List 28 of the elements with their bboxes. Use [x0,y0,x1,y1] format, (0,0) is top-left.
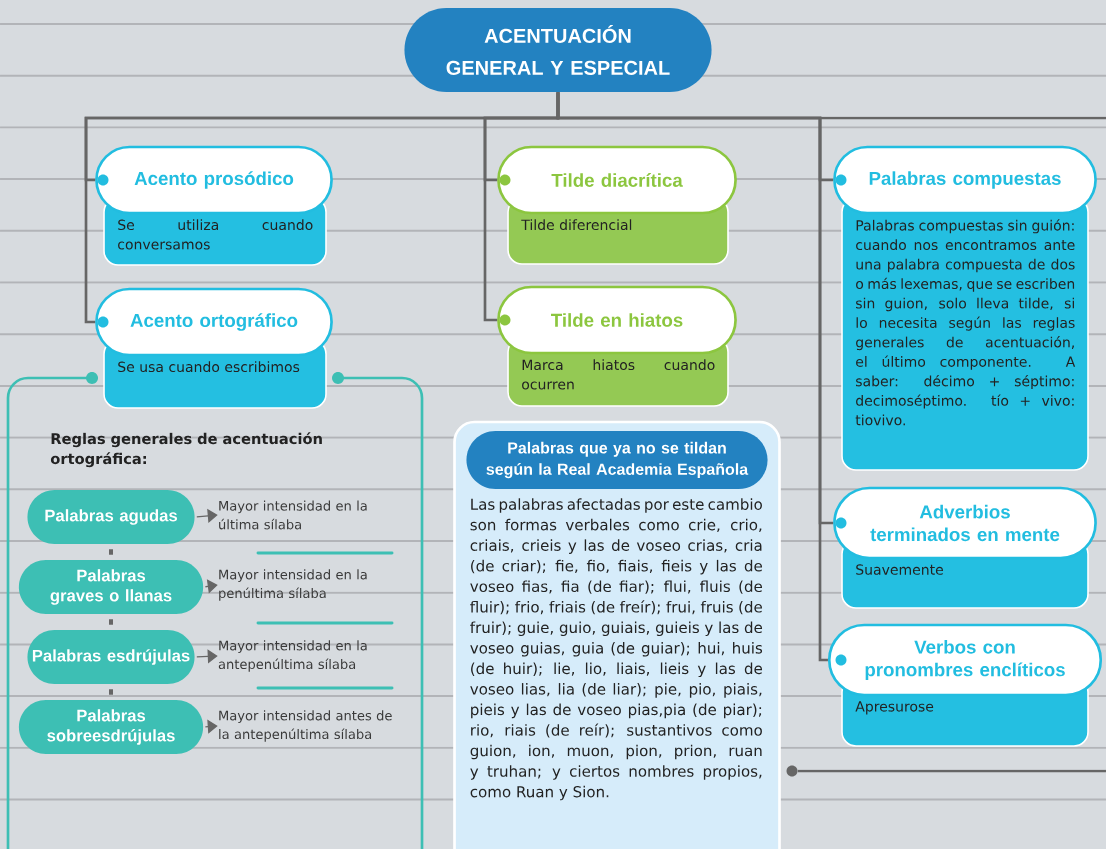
topic-card: Adverbios terminados en mente Suavemente [833,486,1097,609]
topic-card: Acento ortográfico Se usa cuando escribimos [95,287,333,409]
description-text: Mayor intensidad en la última sílaba [219,500,367,530]
topic-card: Verbos con pronombres enclíticos Apresurose [827,623,1103,747]
node-label: Reglas generales de acentuación ortográfica: [50,432,322,468]
arrow [204,719,218,734]
topic-card: Acento prosódico Se utiliza cuando conversamos [95,145,333,266]
description-text: Mayor intensidad en la penúltima sílaba [219,569,367,601]
node-label: Tilde diferencial [521,219,632,231]
topic-card: Tilde en hiatos Marca hiatos cuando ocurren [497,285,737,407]
description-text: Mayor intensidad antes de la antepenúltima sílaba [219,710,392,742]
title-pill: ACENTUACIÓN GENERAL Y ESPECIAL [404,8,712,92]
notice-card: Palabras que ya no se tildan según la Real Academia Española Las palabras afectadas por este cambio son formas verbales como crie, crio, criais, crieis y las de voseo crias, cria (de criar); fie, fio, fiais, fieis y las de voseo fias, fia (de fiar); flui, fluis (de fluir); frio, friais (de freír); frui, fruis (de fruir); guie, guio, guiais, guieis y las de voseo guias, guia (de guiar); hui, huis (de huir); lie, lio, liais, lieis y las de voseo lias, lia (de liar); pie, pio, piais, pieis y las de voseo pias,pia (de piar); rio, riais (de reír); sustantivos como guion, ion, muon, pion, prion, ruan y truhan; y ciertos nombres propios, como Ruan y Sion. [453,420,781,849]
description-text: Mayor intensidad en la antepenúltima sílaba [218,640,367,672]
node-label: Suavemente [856,564,943,575]
arrow [196,508,218,523]
connector-line [797,769,1106,773]
node-label: Palabras compuestas [869,171,1061,189]
node-label: Se utiliza cuando conversamos [118,219,313,250]
connector-line [109,689,113,695]
node-label: Marca hiatos cuando ocurren [522,359,715,390]
connector-line [109,619,113,625]
connector-line [556,92,829,662]
connector-line [109,549,113,555]
node-label: Se usa cuando escribimos [118,361,300,373]
topic-card: Tilde diacrítica Tilde diferencial [497,145,737,265]
node-label: Apresurose [855,701,934,715]
topic-card: Palabras compuestas Palabras compuestas sin guión: cuando nos encontramos ante una palabra compuesta de dos o más lexemas, que se escriben sin guion, solo lleva tilde, si lo necesita según las reglas generales de acentuación, el último componente. A saber: décimo + séptimo: decimoséptimo. tío + vivo: tiovivo. [833,145,1097,471]
